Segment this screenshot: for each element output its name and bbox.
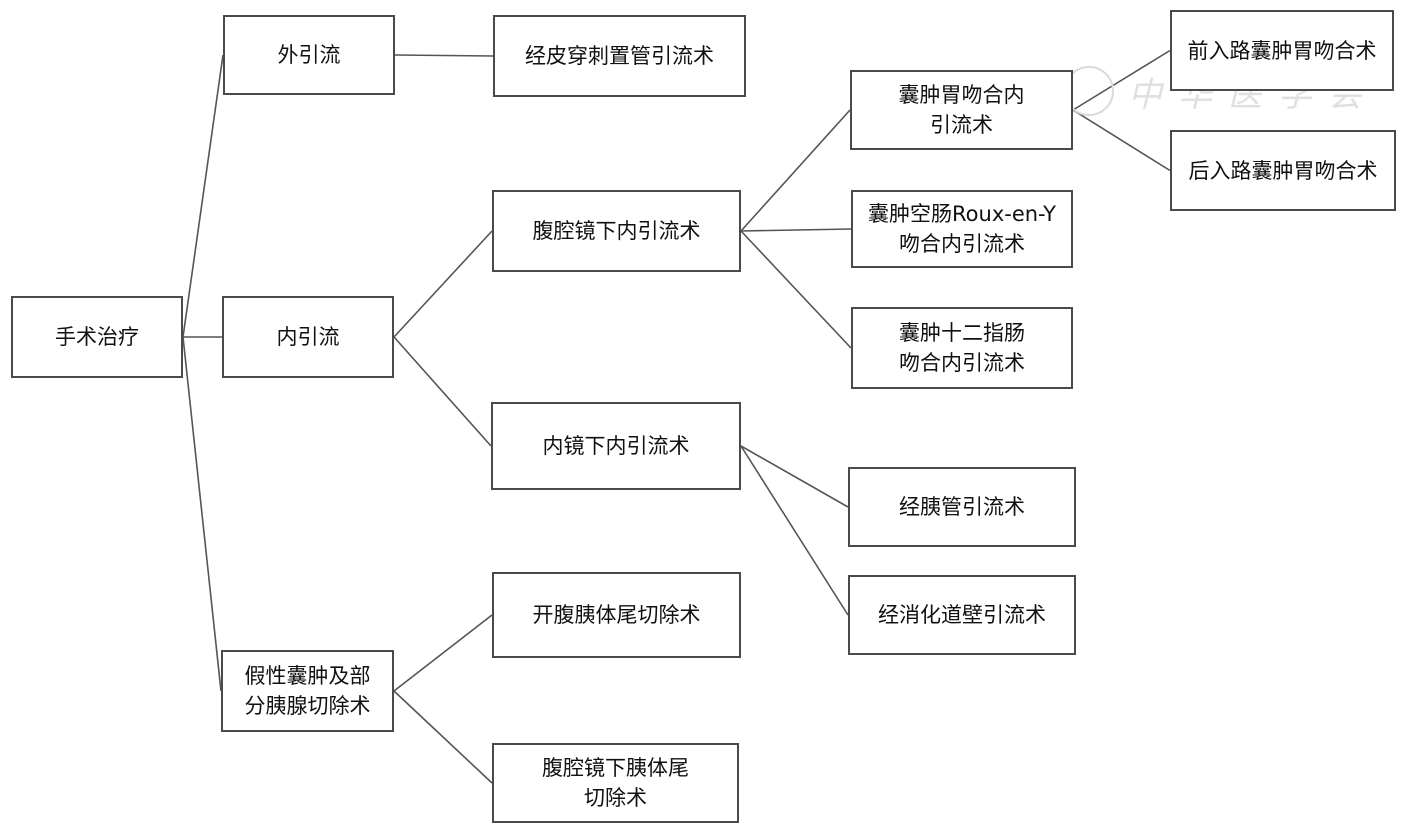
node-cystoduodenostomy: 囊肿十二指肠 吻合内引流术 [851,307,1073,389]
node-transpapillary-drainage: 经胰管引流术 [848,467,1076,547]
node-label: 前入路囊肿胃吻合术 [1187,38,1377,63]
edge-n_root-n_resect [182,336,222,692]
node-label: 囊肿胃吻合内 引流术 [898,83,1025,137]
node-label: 囊肿空肠Roux-en-Y 吻合内引流术 [868,202,1056,256]
node-cystogastrostomy: 囊肿胃吻合内 引流术 [850,70,1073,150]
edge-n_endo_drain-n_transmural [740,445,849,616]
node-label: 后入路囊肿胃吻合术 [1188,158,1378,183]
node-label: 囊肿十二指肠 吻合内引流术 [899,321,1025,375]
edge-n_cystgastro-n_post [1072,109,1171,172]
edge-n_cystgastro-n_ant [1072,49,1171,111]
node-label: 内镜下内引流术 [542,434,690,458]
node-label: 经消化道壁引流术 [878,603,1046,627]
edge-n_resect-n_lap_resect [393,690,493,784]
node-label: 假性囊肿及部 分胰腺切除术 [244,664,371,718]
node-label: 经胰管引流术 [899,495,1025,519]
node-label: 腹腔镜下内引流术 [532,219,701,243]
edge-n_lap_drain-n_roux [740,228,852,232]
edge-n_int-n_lap_drain [393,230,493,338]
edge-n_resect-n_open [393,614,493,692]
node-laparoscopic-internal-drainage: 腹腔镜下内引流术 [492,190,741,272]
node-label: 开腹胰体尾切除术 [532,603,701,627]
node-label: 经皮穿刺置管引流术 [525,44,714,68]
node-surgical-treatment: 手术治疗 [11,296,183,378]
node-external-drainage: 外引流 [223,15,395,95]
node-endoscopic-internal-drainage: 内镜下内引流术 [491,402,741,490]
node-open-distal-pancreatectomy: 开腹胰体尾切除术 [492,572,741,658]
node-label: 内引流 [276,325,340,349]
node-laparoscopic-distal-pancreatectomy: 腹腔镜下胰体尾 切除术 [492,743,739,823]
node-posterior-cystogastrostomy: 后入路囊肿胃吻合术 [1170,130,1396,211]
edge-n_ext-n_perc [394,54,494,57]
node-label: 手术治疗 [55,325,139,349]
node-anterior-cystogastrostomy: 前入路囊肿胃吻合术 [1170,10,1394,91]
edge-n_lap_drain-n_duod [740,230,852,349]
edge-n_endo_drain-n_transpap [740,445,849,508]
node-label: 腹腔镜下胰体尾 切除术 [542,756,689,810]
edge-n_int-n_endo_drain [393,336,492,447]
node-percutaneous-drainage: 经皮穿刺置管引流术 [493,15,746,97]
node-cyst-pancreatectomy: 假性囊肿及部 分胰腺切除术 [221,650,394,732]
node-roux-en-y-cystojejunostomy: 囊肿空肠Roux-en-Y 吻合内引流术 [851,190,1073,268]
edge-n_root-n_ext [182,54,224,338]
node-transmural-drainage: 经消化道壁引流术 [848,575,1076,655]
edge-n_lap_drain-n_cystgastro [740,109,851,232]
node-internal-drainage: 内引流 [222,296,394,378]
node-label: 外引流 [277,43,341,67]
